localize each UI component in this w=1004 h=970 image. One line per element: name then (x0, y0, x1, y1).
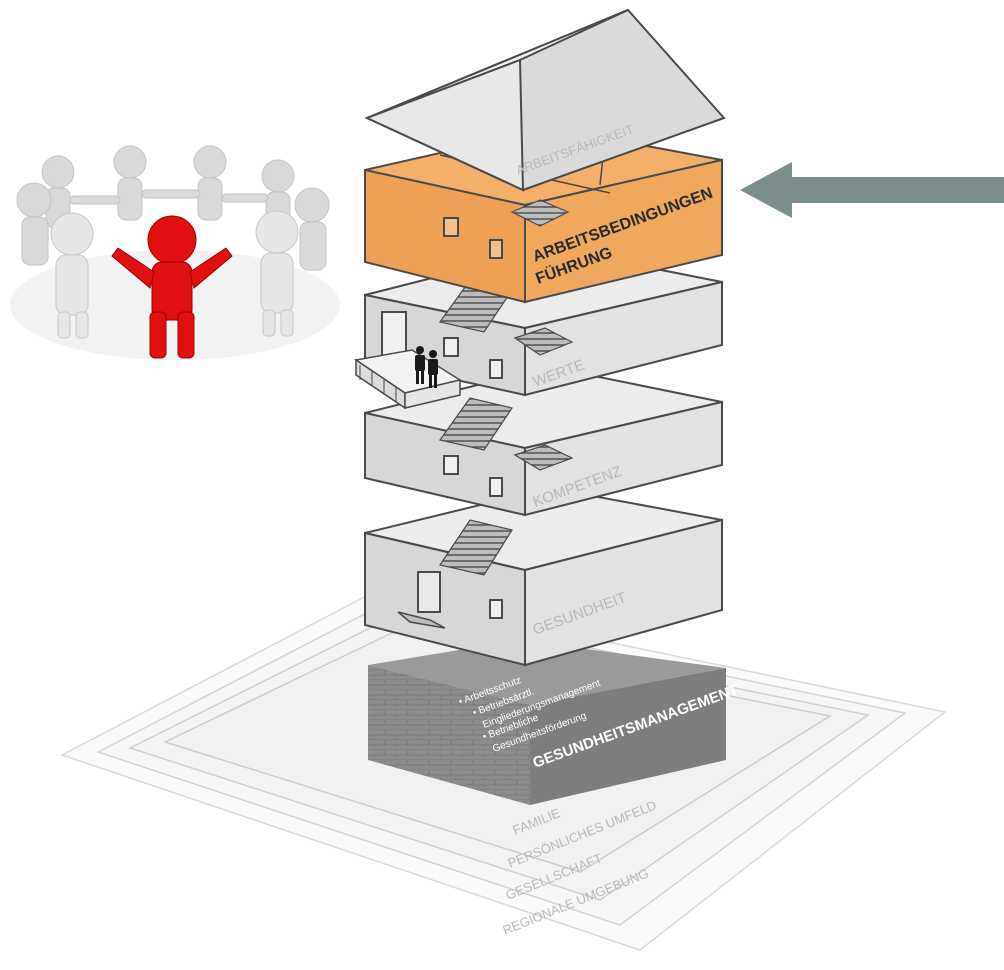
floor-kompetenz (364, 365, 723, 517)
floor-gesundheit (364, 486, 723, 667)
roof (364, 8, 726, 192)
arrow-left-icon (740, 162, 1004, 218)
foundation-block (368, 640, 726, 805)
team-circle-leader-icon (10, 145, 340, 360)
people-icon (415, 346, 438, 388)
